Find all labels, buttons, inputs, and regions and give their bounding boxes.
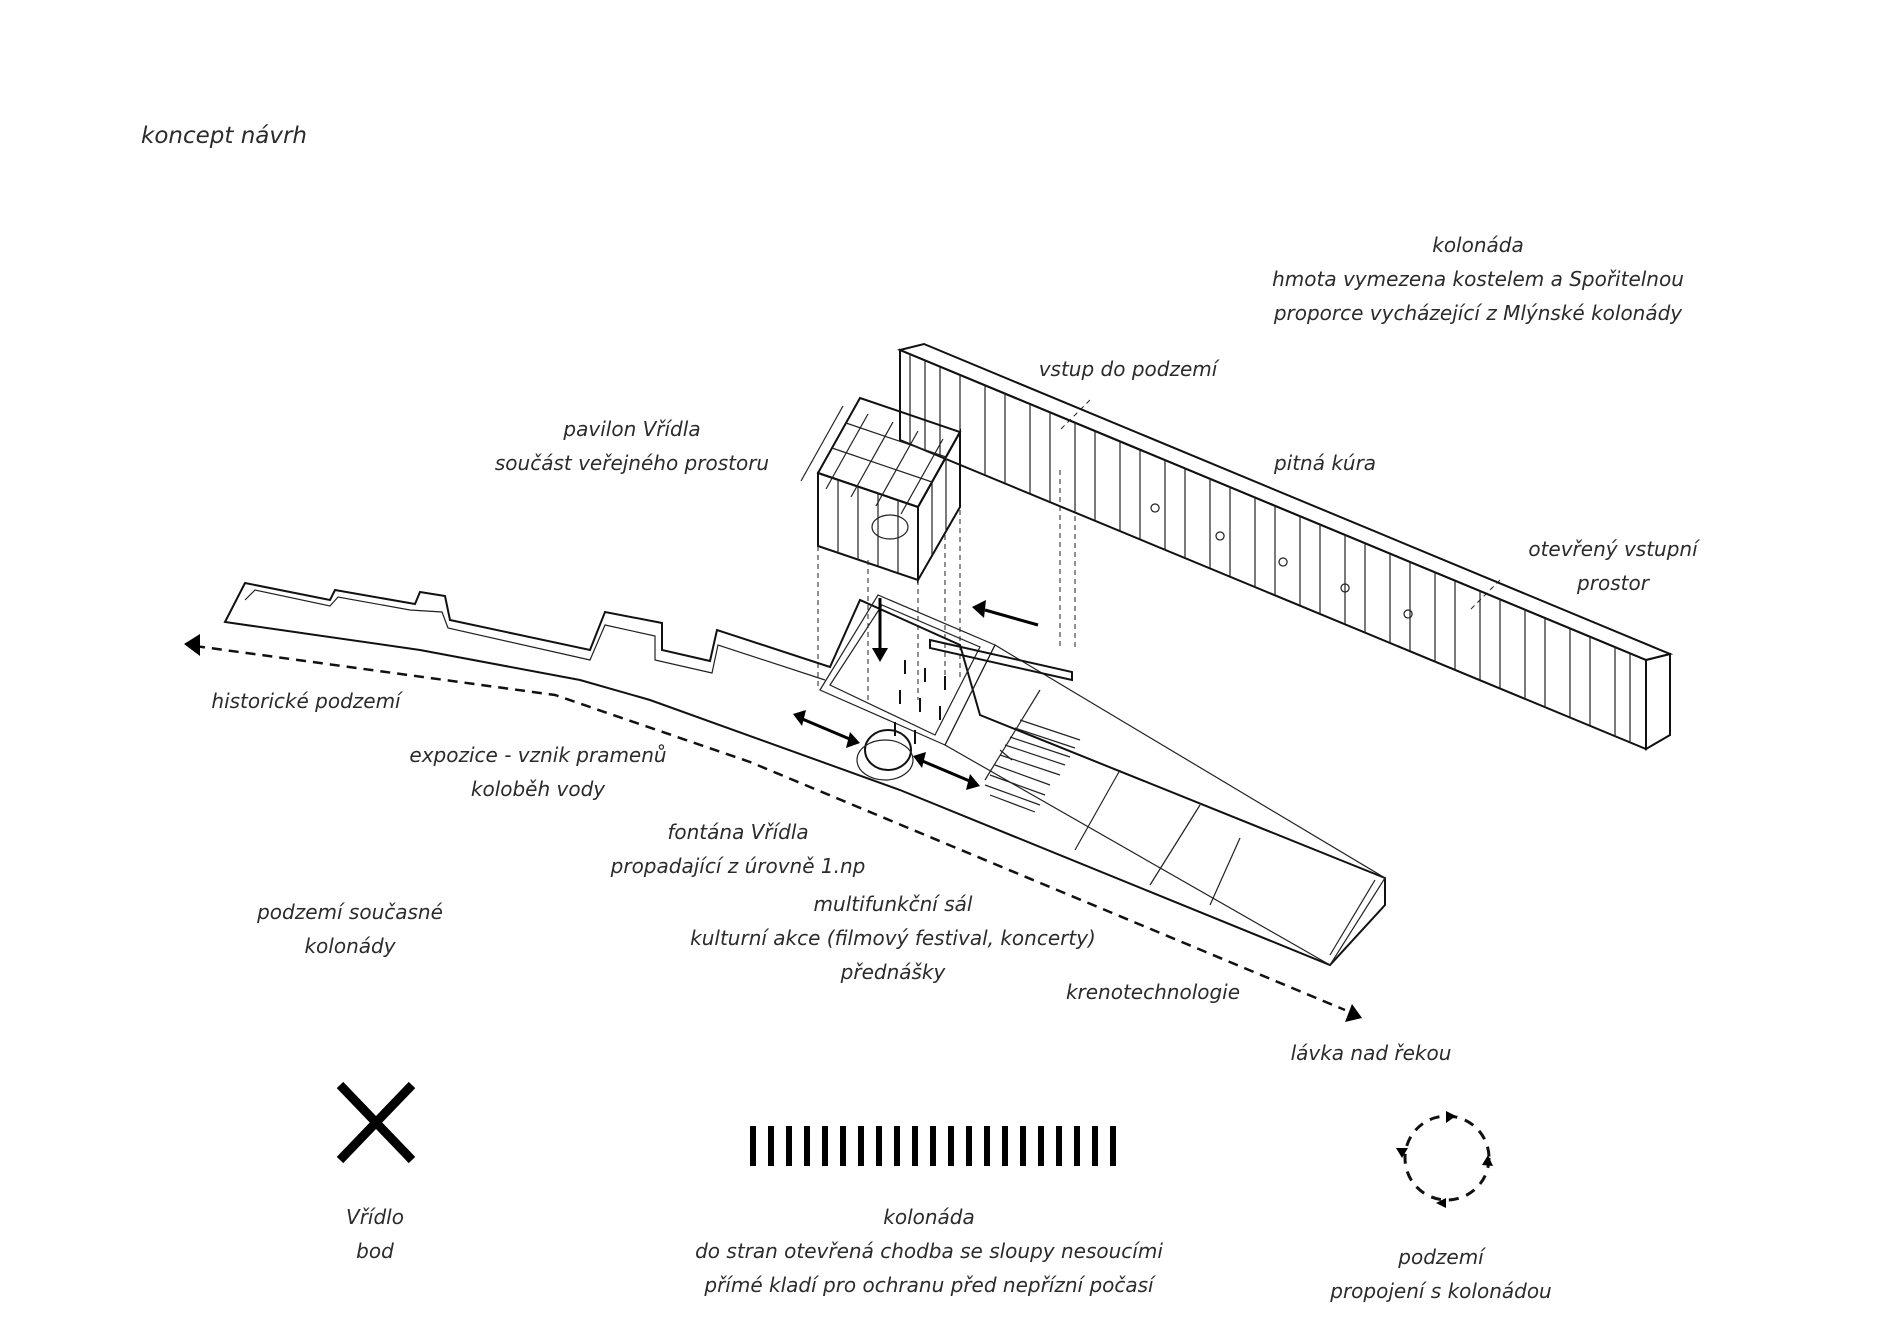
label-historicke: historické podzemí xyxy=(211,689,401,713)
label-krenotechnologie: krenotechnologie xyxy=(1065,980,1241,1004)
colonnade-volume xyxy=(896,342,1674,751)
label-vstup: vstup do podzemí xyxy=(1038,357,1218,381)
pavilion-cube xyxy=(800,396,962,584)
flow-arrows xyxy=(184,598,1362,1022)
colonnade-bars-icon xyxy=(750,1126,1116,1166)
projection-lines xyxy=(817,470,1076,700)
label-pitna-kura: pitná kúra xyxy=(1273,451,1377,475)
underground-plan xyxy=(223,581,1386,967)
label-lavka: lávka nad řekou xyxy=(1290,1041,1452,1065)
x-mark-icon xyxy=(336,1081,416,1164)
diagram-title: koncept návrh xyxy=(141,123,308,149)
circular-arrows-icon xyxy=(1396,1111,1493,1208)
